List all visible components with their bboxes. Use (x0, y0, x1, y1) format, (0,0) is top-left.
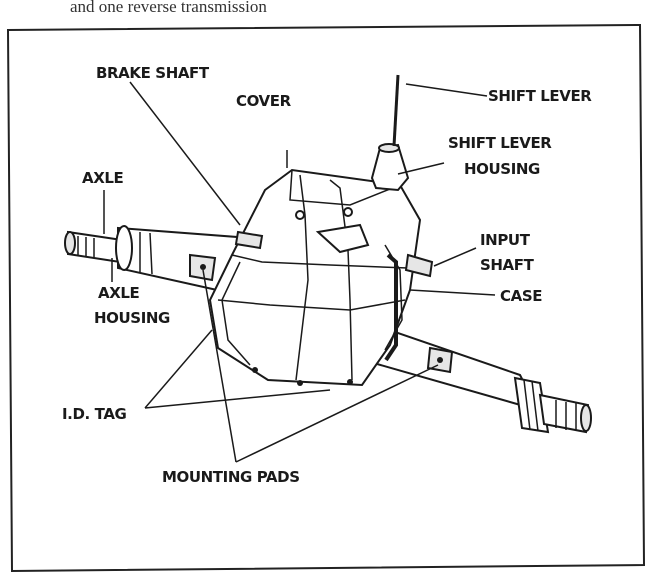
transaxle-drawing (64, 74, 592, 434)
caption-text: and one reverse transmission (70, 0, 267, 16)
input-shaft (404, 253, 434, 278)
brake-shaft-leader (129, 81, 241, 226)
id-tag-leader-2 (144, 389, 331, 409)
label-cover: COVER (236, 92, 292, 110)
left-axle (64, 230, 124, 264)
label-axle-housing-1: AXLE (98, 284, 140, 302)
right-axle-housing (358, 318, 550, 434)
label-input-shaft-2: SHAFT (480, 256, 535, 274)
transmission-case (208, 168, 422, 387)
brake-shaft (234, 230, 264, 250)
label-shift-lever-housing-1: SHIFT LEVER (448, 134, 552, 152)
figure-frame (6, 23, 646, 573)
shift-lever-leader (405, 83, 488, 97)
label-input-shaft-1: INPUT (480, 231, 531, 249)
mounting-pads-leader-1 (202, 269, 237, 463)
label-id-tag: I.D. TAG (62, 405, 127, 423)
part-labels: BRAKE SHAFT COVER SHIFT LEVER SHIFT LEVE… (62, 64, 593, 486)
shift-lever-housing (370, 143, 410, 192)
label-brake-shaft: BRAKE SHAFT (96, 64, 210, 82)
shift-lever-housing-leader (397, 162, 445, 175)
mounting-pads-leader-2 (235, 364, 439, 463)
leader-lines (103, 81, 496, 463)
label-axle: AXLE (82, 169, 124, 187)
label-shift-lever-housing-2: HOUSING (464, 160, 540, 178)
input-shaft-leader (433, 247, 477, 267)
right-axle (538, 393, 592, 434)
shift-lever-rod (392, 74, 400, 147)
label-mounting-pads: MOUNTING PADS (162, 468, 300, 486)
label-shift-lever: SHIFT LEVER (488, 87, 592, 105)
case-leader (409, 289, 496, 296)
label-axle-housing-2: HOUSING (94, 309, 170, 327)
label-case: CASE (500, 287, 542, 305)
id-tag-leader-1 (144, 329, 213, 409)
